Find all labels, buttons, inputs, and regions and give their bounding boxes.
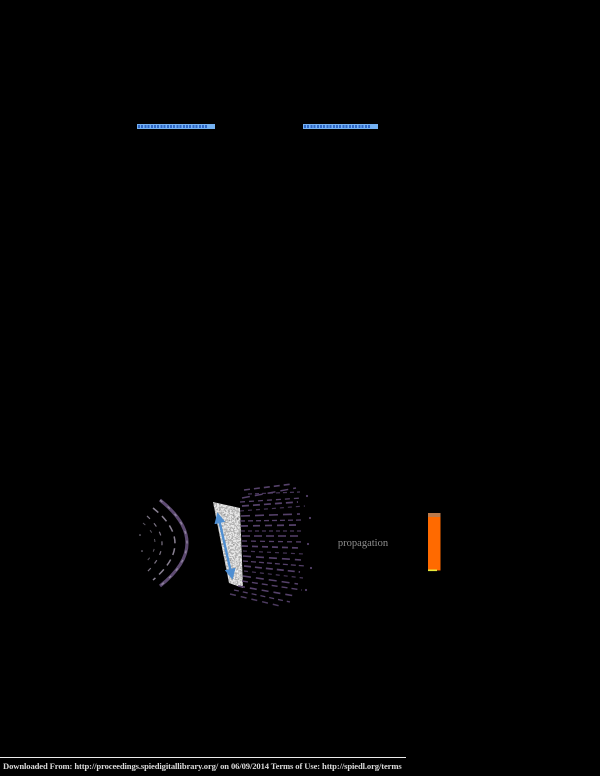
email-link-1-text [138, 125, 208, 128]
wavefront-outer-arc-highlight [159, 499, 188, 587]
wavefront-outer-arc [159, 498, 189, 588]
wavefront-inner-arcs [142, 507, 176, 581]
footer-download-notice: Downloaded From: http://proceedings.spie… [3, 761, 402, 771]
detector-screen-body [428, 513, 441, 571]
email-link-1[interactable] [137, 124, 215, 129]
email-link-2-text [304, 125, 371, 128]
scatter-rays [229, 483, 313, 607]
detector-screen-top-cap [428, 513, 441, 517]
footer-rule [0, 757, 406, 759]
figure-scattering-diagram: propagation [130, 478, 450, 613]
thickness-arrow [214, 512, 236, 580]
propagation-label: propagation [338, 538, 389, 549]
email-link-2[interactable] [303, 124, 378, 129]
detector-screen [428, 513, 441, 572]
wavefront-arcs [139, 498, 189, 588]
detector-screen-bottom-line [428, 569, 437, 572]
figure-svg: propagation [139, 483, 441, 607]
